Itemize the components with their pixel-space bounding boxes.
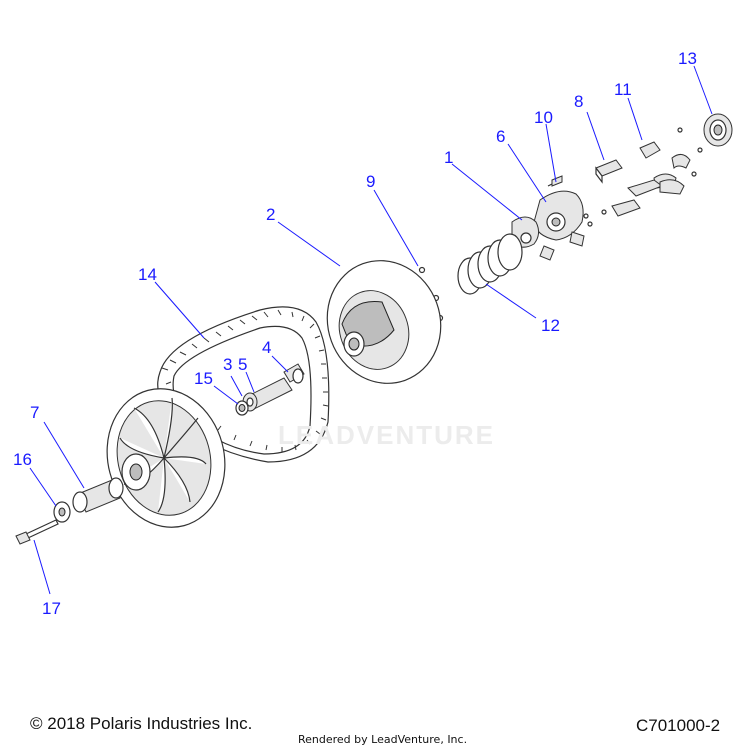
part-11-rollers (639, 127, 703, 189)
part-2-sheave (326, 260, 442, 384)
diagram-code: C701000-2 (636, 716, 721, 735)
part-13-cap (703, 113, 733, 147)
callout-5: 5 (238, 355, 247, 374)
callout-14: 14 (138, 265, 157, 284)
rendered-by-text: Rendered by LeadVenture, Inc. (298, 733, 468, 746)
part-12-spring (457, 233, 523, 295)
part-8-weight (595, 159, 623, 184)
callout-15: 15 (194, 369, 213, 388)
part-4-bushing (283, 363, 305, 384)
part-17-bolt (15, 519, 59, 545)
callout-6: 6 (496, 127, 505, 146)
callout-9: 9 (366, 172, 375, 191)
callout-2: 2 (266, 205, 275, 224)
watermark: LEADVENTURE (278, 420, 496, 450)
part-15-washer (235, 400, 249, 416)
part-9-screws (418, 266, 444, 322)
callout-17: 17 (42, 599, 61, 618)
callout-13: 13 (678, 49, 697, 68)
part-10-bolt (547, 175, 563, 187)
callout-3: 3 (223, 355, 232, 374)
part-7-spacer (72, 477, 124, 513)
callout-16: 16 (13, 450, 32, 469)
callout-10: 10 (534, 108, 553, 127)
copyright-text: © 2018 Polaris Industries Inc. (30, 714, 253, 733)
part-small-pins (583, 179, 685, 227)
callout-12: 12 (541, 316, 560, 335)
part-6-spider (533, 190, 585, 261)
callout-4: 4 (262, 338, 271, 357)
callout-11: 11 (614, 80, 632, 99)
leader-lines (29, 65, 713, 595)
callout-7: 7 (30, 403, 39, 422)
callout-8: 8 (574, 92, 583, 111)
part-16-washer (53, 501, 71, 523)
part-fixed-sheave (106, 388, 226, 528)
callout-1: 1 (444, 148, 453, 167)
